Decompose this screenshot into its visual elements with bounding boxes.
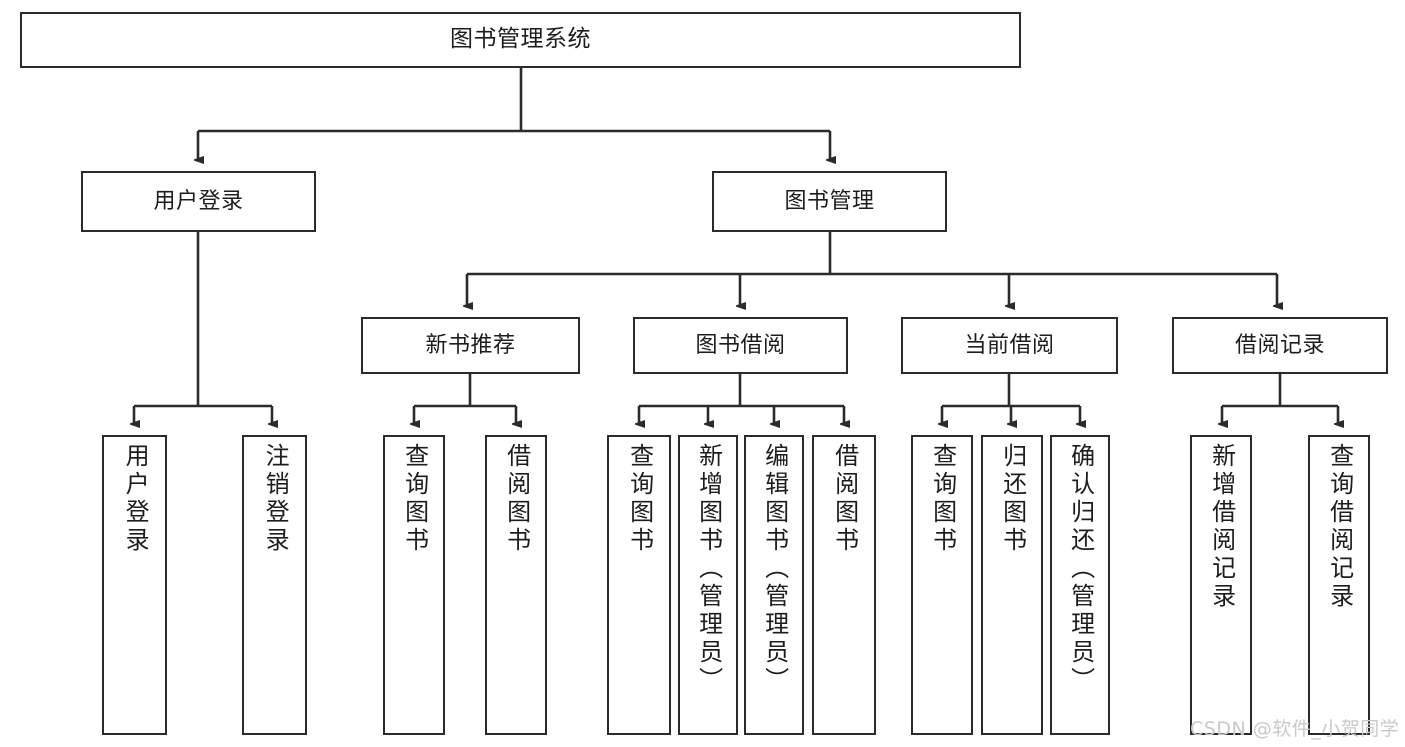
node-label: 图书管理系统 [450, 26, 591, 53]
node-root-system[interactable]: 图书管理系统 [20, 12, 1021, 68]
leaf-return-book[interactable]: 归还图书 [981, 435, 1043, 735]
leaf-borrow-book-new[interactable]: 借阅图书 [485, 435, 547, 735]
leaf-query-book-new[interactable]: 查询图书 [383, 435, 445, 735]
node-borrow-records[interactable]: 借阅记录 [1172, 317, 1388, 374]
node-label: 用户登录 [121, 443, 150, 555]
leaf-logout[interactable]: 注销登录 [242, 435, 307, 735]
node-label: 确认归还（管理员） [1066, 443, 1095, 695]
leaf-confirm-return-admin[interactable]: 确认归还（管理员） [1050, 435, 1110, 735]
node-new-book-recommend[interactable]: 新书推荐 [361, 317, 580, 374]
node-label: 用户登录 [153, 188, 244, 214]
node-user-login[interactable]: 用户登录 [81, 171, 316, 232]
leaf-borrow-book[interactable]: 借阅图书 [812, 435, 876, 735]
node-label: 借阅图书 [830, 443, 859, 555]
leaf-user-login[interactable]: 用户登录 [102, 435, 167, 735]
node-label: 归还图书 [998, 443, 1027, 555]
node-label: 注销登录 [261, 443, 290, 555]
node-label: 借阅图书 [502, 443, 531, 555]
node-current-borrow[interactable]: 当前借阅 [901, 317, 1118, 374]
node-label: 查询图书 [625, 443, 654, 555]
node-label: 新增借阅记录 [1207, 443, 1236, 611]
leaf-query-book-current[interactable]: 查询图书 [911, 435, 973, 735]
node-label: 查询借阅记录 [1325, 443, 1354, 611]
node-book-borrow[interactable]: 图书借阅 [633, 317, 848, 374]
leaf-add-borrow-record[interactable]: 新增借阅记录 [1190, 435, 1252, 735]
leaf-edit-book-admin[interactable]: 编辑图书（管理员） [744, 435, 804, 735]
node-label: 图书管理 [784, 188, 875, 214]
node-label: 当前借阅 [964, 332, 1055, 358]
node-label: 新增图书（管理员） [694, 443, 723, 695]
csdn-watermark: CSDN @软件_小贺同学 [1190, 718, 1400, 740]
leaf-query-borrow-record[interactable]: 查询借阅记录 [1308, 435, 1370, 735]
node-label: 查询图书 [400, 443, 429, 555]
node-book-management[interactable]: 图书管理 [712, 171, 947, 232]
leaf-add-book-admin[interactable]: 新增图书（管理员） [678, 435, 738, 735]
leaf-query-book-borrow[interactable]: 查询图书 [607, 435, 671, 735]
node-label: 图书借阅 [695, 332, 786, 358]
node-label: 编辑图书（管理员） [760, 443, 789, 695]
node-label: 借阅记录 [1234, 332, 1325, 358]
node-label: 新书推荐 [425, 332, 516, 358]
node-label: 查询图书 [928, 443, 957, 555]
